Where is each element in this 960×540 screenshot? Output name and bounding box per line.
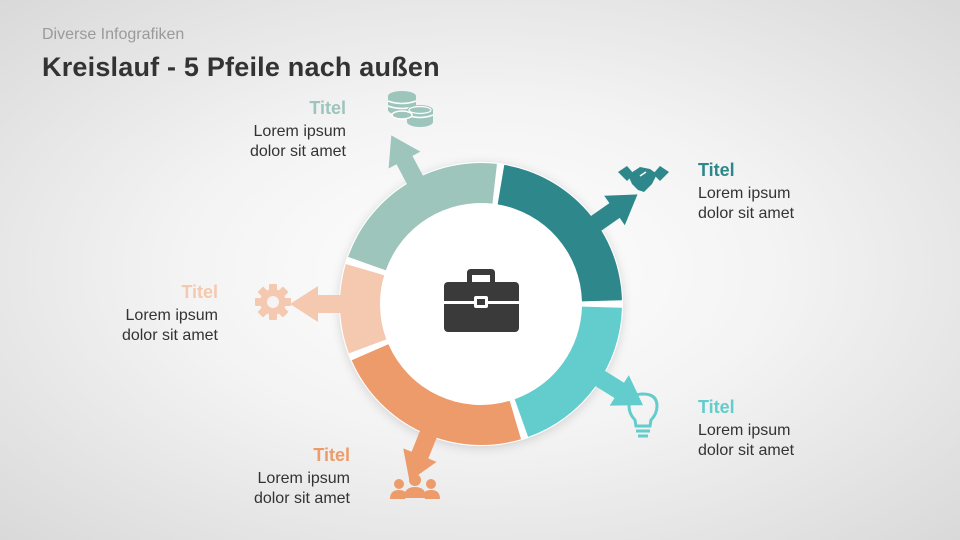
label-right-lower: Titel Lorem ipsum dolor sit amet: [698, 397, 858, 461]
briefcase-icon: [444, 269, 519, 332]
label-left-line1: Lorem ipsum: [125, 307, 218, 324]
ring-segment-top-left: [348, 163, 497, 271]
label-right-upper-line1: Lorem ipsum: [698, 185, 791, 202]
label-right-upper: Titel Lorem ipsum dolor sit amet: [698, 160, 858, 224]
label-left-title: Titel: [181, 282, 218, 302]
slide-kicker: Diverse Infografiken: [42, 26, 185, 43]
label-right-lower-title: Titel: [698, 397, 735, 417]
label-right-upper-line2: dolor sit amet: [698, 205, 795, 222]
label-top: Titel Lorem ipsum dolor sit amet: [210, 98, 346, 162]
ring-segment-top-right: [497, 164, 622, 302]
outward-arrow-top-left: [388, 135, 425, 188]
outward-arrow-bottom-right: [592, 369, 643, 406]
outward-arrow-top-right: [588, 194, 638, 233]
label-right-lower-line2: dolor sit amet: [698, 442, 795, 459]
ring-segment-bottom: [351, 344, 522, 445]
label-bottom-line2: dolor sit amet: [253, 490, 350, 507]
label-top-line1: Lorem ipsum: [253, 123, 346, 140]
label-left-line2: dolor sit amet: [121, 327, 218, 344]
people-icon: [390, 474, 440, 499]
label-bottom-line1: Lorem ipsum: [257, 470, 350, 487]
coins-icon: [387, 91, 434, 127]
handshake-icon: [618, 166, 669, 192]
ring-segment-bottom-right: [514, 306, 622, 437]
lightbulb-icon: [627, 392, 659, 438]
label-bottom-title: Titel: [313, 445, 350, 465]
label-bottom: Titel Lorem ipsum dolor sit amet: [214, 445, 350, 509]
label-right-upper-title: Titel: [698, 160, 735, 180]
label-left: Titel Lorem ipsum dolor sit amet: [82, 282, 218, 346]
ring-segment-left: [340, 263, 387, 354]
outward-arrow-left: [290, 286, 344, 322]
slide-title: Kreislauf - 5 Pfeile nach außen: [42, 52, 440, 82]
label-top-line2: dolor sit amet: [249, 143, 346, 160]
label-top-title: Titel: [309, 98, 346, 118]
label-right-lower-line1: Lorem ipsum: [698, 422, 791, 439]
outward-arrow-bottom: [403, 427, 438, 482]
gear-icon: [255, 284, 291, 320]
